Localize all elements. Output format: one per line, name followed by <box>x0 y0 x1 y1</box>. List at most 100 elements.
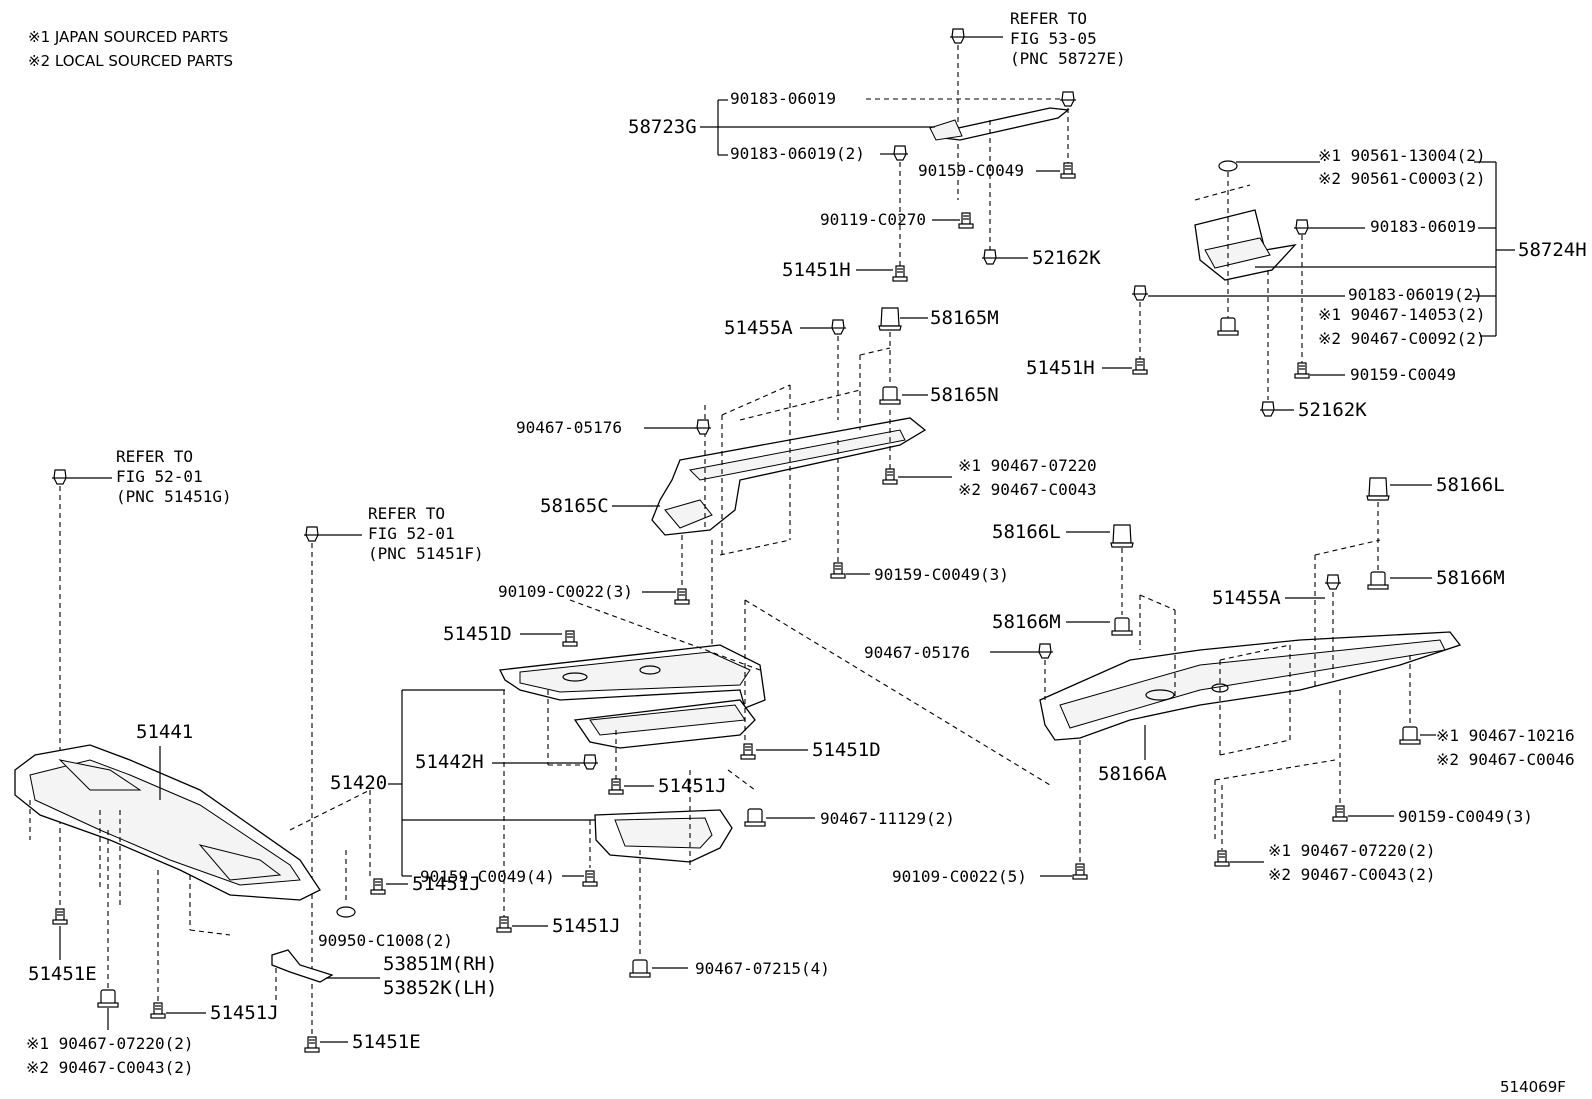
bolt-icon <box>52 908 68 925</box>
label-90467-10216: ※1 90467-10216 <box>1436 726 1575 745</box>
bolt-icon <box>740 743 756 760</box>
label-90159-C0049-4: 90159-C0049(4) <box>420 867 555 886</box>
label-90183-06019-2: 90183-06019(2) <box>730 144 865 163</box>
label-90159-C0049-b: 90159-C0049 <box>1350 365 1456 384</box>
label-58166L-a: 58166L <box>992 521 1061 543</box>
label-58165C: 58165C <box>540 495 609 517</box>
label-51441: 51441 <box>136 721 193 743</box>
ref-top-line1: REFER TO <box>1010 9 1087 28</box>
label-90467-11129: 90467-11129(2) <box>820 809 955 828</box>
label-90183-06019-d: 90183-06019(2) <box>1348 285 1483 304</box>
label-51451J-a: 51451J <box>658 775 727 797</box>
label-58723G: 58723G <box>628 116 697 138</box>
cap-icon <box>878 307 902 331</box>
ref-left-line3: (PNC 51451G) <box>116 487 232 506</box>
nut-icon <box>1367 571 1389 590</box>
clip-icon <box>829 319 847 335</box>
ref-top-line2: FIG 53-05 <box>1010 29 1097 48</box>
label-51451D-a: 51451D <box>443 623 512 645</box>
label-90109-C0022-5: 90109-C0022(5) <box>892 867 1027 886</box>
bolt-icon <box>608 778 624 795</box>
ref-left-line2: FIG 52-01 <box>116 467 203 486</box>
label-51442H: 51442H <box>415 751 484 773</box>
label-90109-C0022-3: 90109-C0022(3) <box>498 582 633 601</box>
clip-icon <box>1036 643 1054 659</box>
clip-icon <box>1293 219 1311 235</box>
label-90467-C0043-br2: ※2 90467-C0043(2) <box>1268 865 1436 884</box>
label-90467-14053: ※1 90467-14053(2) <box>1318 305 1486 324</box>
label-51420: 51420 <box>330 772 387 794</box>
label-90561-C0003: ※2 90561-C0003(2) <box>1318 169 1486 188</box>
note-local-sourced: ※2 LOCAL SOURCED PARTS <box>28 52 233 70</box>
ref-left-line1: REFER TO <box>116 447 193 466</box>
bolt-icon <box>1072 863 1088 880</box>
note-japan-sourced: ※1 JAPAN SOURCED PARTS <box>28 28 228 46</box>
nut-icon <box>629 959 651 978</box>
label-90467-07220-top1: ※1 90467-07220 <box>958 456 1097 475</box>
bolt-icon <box>1332 805 1348 822</box>
label-90467-C0046: ※2 90467-C0046 <box>1436 750 1575 769</box>
label-51451J-c: 51451J <box>552 915 621 937</box>
bolt-icon <box>892 265 908 282</box>
label-51455A-b: 51455A <box>1212 587 1281 609</box>
bolt-icon <box>674 588 690 605</box>
clip-icon <box>1131 285 1149 301</box>
label-58165M: 58165M <box>930 307 999 329</box>
label-90159-C0049-3a: 90159-C0049(3) <box>874 565 1009 584</box>
label-51451D-b: 51451D <box>812 739 881 761</box>
washer-icon <box>336 906 356 918</box>
label-90119-C0270: 90119-C0270 <box>820 210 926 229</box>
clip-icon <box>1059 91 1077 107</box>
bolt-icon <box>1294 362 1310 379</box>
label-51451J-d: 51451J <box>210 1002 279 1024</box>
label-51451H-b: 51451H <box>1026 357 1095 379</box>
label-51451J-b: 51451J <box>412 873 481 895</box>
ref-top-line3: (PNC 58727E) <box>1010 49 1126 68</box>
clip-icon <box>51 469 69 485</box>
label-90183-06019-c: 90183-06019 <box>1370 217 1476 236</box>
nut-icon <box>1217 317 1239 336</box>
seal-53851M <box>271 949 334 983</box>
label-51451E-a: 51451E <box>28 963 97 985</box>
bolt-icon <box>496 916 512 933</box>
bolt-icon <box>304 1036 320 1053</box>
nut-icon <box>744 808 766 827</box>
label-90467-05176-a: 90467-05176 <box>516 418 622 437</box>
clip-icon <box>1259 401 1277 417</box>
label-58166L-b: 58166L <box>1436 474 1505 496</box>
label-58724H: 58724H <box>1518 239 1587 261</box>
label-90950-C1008: 90950-C1008(2) <box>318 931 453 950</box>
figure-id: 514069F <box>1500 1078 1566 1096</box>
bolt-icon <box>582 870 598 887</box>
ref-mid-line2: FIG 52-01 <box>368 524 455 543</box>
label-58165N: 58165N <box>930 384 999 406</box>
label-52162K-a: 52162K <box>1032 247 1101 269</box>
bolt-icon <box>1060 162 1076 179</box>
label-90467-C0092: ※2 90467-C0092(2) <box>1318 329 1486 348</box>
label-90467-07215: 90467-07215(4) <box>695 959 830 978</box>
washer-icon <box>1218 160 1238 172</box>
clip-icon <box>949 28 967 44</box>
cap-icon <box>1366 477 1390 501</box>
clip-icon <box>981 249 999 265</box>
label-58166M-a: 58166M <box>992 611 1061 633</box>
cap-icon <box>1110 524 1134 548</box>
label-51455A-a: 51455A <box>724 317 793 339</box>
bolt-icon <box>562 630 578 647</box>
bolt-icon <box>1132 358 1148 375</box>
bolt-icon <box>1214 850 1230 867</box>
label-53851M: 53851M(RH) <box>383 953 497 975</box>
label-90467-C0043-top2: ※2 90467-C0043 <box>958 480 1097 499</box>
clip-icon <box>891 145 909 161</box>
bolt-icon <box>830 562 846 579</box>
ref-mid-line1: REFER TO <box>368 504 445 523</box>
ref-mid-line3: (PNC 51451F) <box>368 544 484 563</box>
label-90159-C0049-a: 90159-C0049 <box>918 161 1024 180</box>
label-58166M-b: 58166M <box>1436 567 1505 589</box>
clip-icon <box>303 526 321 542</box>
label-90183-06019-a: 90183-06019 <box>730 89 836 108</box>
bolt-icon <box>370 878 386 895</box>
label-90467-C0043-bl2: ※2 90467-C0043(2) <box>26 1058 194 1077</box>
nut-icon <box>1111 617 1133 636</box>
